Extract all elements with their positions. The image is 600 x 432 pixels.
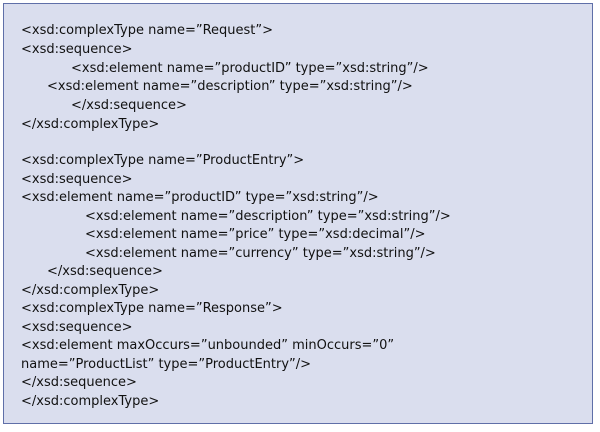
code-line: <xsd:complexType name=”Response”> [21,301,283,316]
code-line: <xsd:sequence> [21,320,133,335]
code-line: name=”ProductList” type=”ProductEntry”/> [21,357,312,372]
code-line: </xsd:complexType> [21,117,160,132]
code-line: </xsd:sequence> [47,264,163,279]
code-line: <xsd:element maxOccurs=”unbounded” minOc… [21,338,395,353]
code-line: </xsd:sequence> [21,375,137,390]
code-listing-box: <xsd:complexType name=”Request”> <xsd:se… [3,3,593,424]
code-line: <xsd:element name=”productID” type=”xsd:… [71,61,429,76]
code-line: <xsd:element name=”description” type=”xs… [85,209,451,224]
code-line: <xsd:sequence> [21,172,133,187]
code-line: </xsd:sequence> [71,98,187,113]
code-line: <xsd:element name=”currency” type=”xsd:s… [85,246,436,261]
code-line: </xsd:complexType> [21,394,160,409]
code-line: <xsd:element name=”price” type=”xsd:deci… [85,227,426,242]
code-line: <xsd:complexType name=”Request”> [21,23,274,38]
code-line: <xsd:sequence> [21,42,133,57]
code-line: <xsd:element name=”description” type=”xs… [47,79,413,94]
code-line: <xsd:complexType name=”ProductEntry”> [21,153,305,168]
code-line: </xsd:complexType> [21,283,160,298]
code-line: <xsd:element name=”productID” type=”xsd:… [21,190,379,205]
